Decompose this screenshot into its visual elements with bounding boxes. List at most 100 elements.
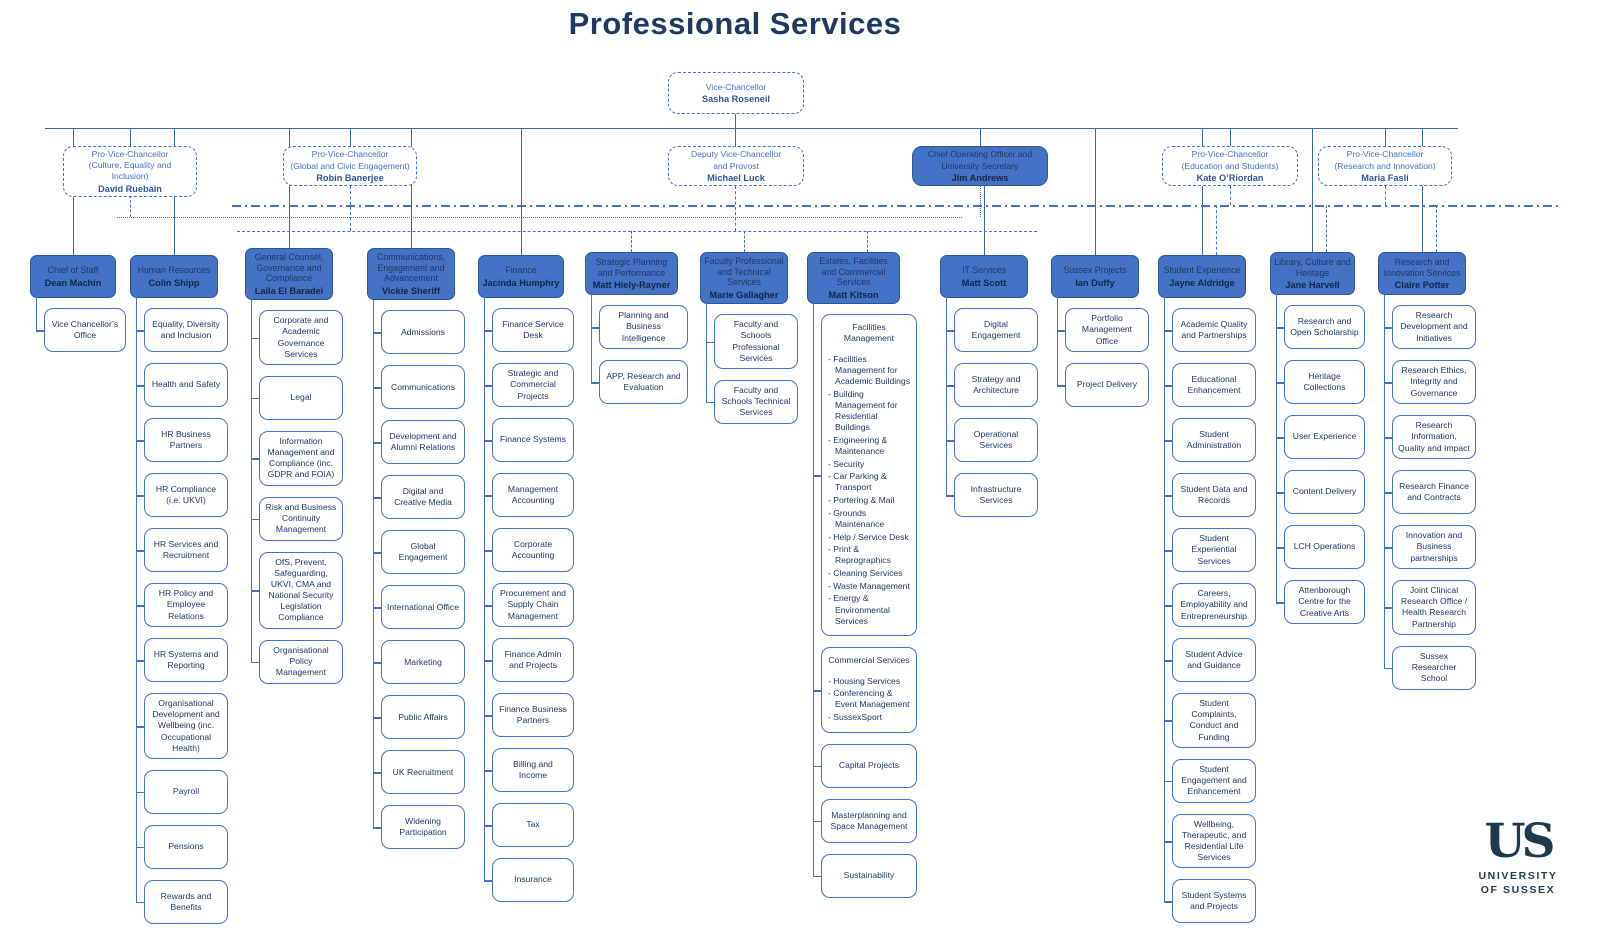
dept-item: Admissions — [372, 310, 465, 355]
dept-title: Research and Innovation Services — [1383, 256, 1461, 278]
dept-title: IT Services — [962, 265, 1006, 276]
org-box-title-line: (Education and Students) — [1181, 160, 1279, 171]
org-box-person-name: Robin Banerjee — [316, 172, 384, 183]
dept-title: Finance — [505, 265, 537, 276]
dept-item: Student Administration — [1163, 418, 1256, 462]
connector-line — [1202, 128, 1203, 255]
dept-item: Educational Enhancement — [1163, 363, 1256, 407]
dept-item: Procurement and Supply Chain Management — [483, 583, 574, 627]
dept-item: Organisational Policy Management — [250, 639, 343, 684]
dept-head-name: Matt Scott — [961, 277, 1007, 288]
connector-line — [735, 186, 736, 231]
org-box-title-line: (Global and Civic Engagement) — [290, 160, 410, 171]
dept-spine-line — [373, 298, 374, 827]
dept-item-group: Commercial Services- Housing Services- C… — [812, 647, 917, 733]
dept-item: Health and Safety — [135, 363, 228, 407]
dept-item: APP, Research and Evaluation — [590, 360, 688, 404]
dept-spine-line — [1384, 293, 1385, 668]
dept-header-general-counsel: General Counsel, Governance and Complian… — [245, 248, 333, 301]
connector-line — [130, 128, 131, 146]
dept-item: Student Engagement and Enhancement — [1163, 758, 1256, 803]
org-box-title-line: Pro-Vice-Chancellor — [311, 149, 389, 160]
connector-line — [237, 231, 1037, 232]
connector-line — [289, 128, 290, 248]
org-box-title-line: Pro-Vice-Chancellor — [1346, 149, 1424, 160]
org-box-person-name: Jim Andrews — [951, 172, 1009, 183]
dept-item: HR Systems and Reporting — [135, 638, 228, 682]
logo-line2: OF SUSSEX — [1480, 884, 1556, 897]
dept-item: Information Management and Compliance (i… — [250, 430, 343, 486]
dept-item: Development and Alumni Relations — [372, 420, 465, 465]
dept-title: Faculty Professional and Technical Servi… — [704, 256, 784, 288]
dept-item-group-title: Facilities Management — [843, 322, 895, 344]
connector-line — [735, 128, 736, 146]
dept-item: Public Affairs — [372, 695, 465, 740]
dept-title: Communications, Engagement and Advanceme… — [377, 252, 445, 284]
logo-line1: UNIVERSITY — [1478, 870, 1558, 882]
dept-item: Finance Business Partners — [483, 693, 574, 737]
dept-title: Estates, Facilities and Commercial Servi… — [819, 256, 888, 288]
list-bullet: - SussexSport — [828, 712, 882, 723]
org-box-title-line: Vice-Chancellor — [705, 81, 767, 92]
dept-spine-line — [36, 296, 37, 330]
connector-line — [232, 205, 1560, 207]
list-bullet: - Energy & Environmental Services — [828, 593, 890, 626]
dept-spine-line — [484, 296, 485, 880]
dept-item: Finance Systems — [483, 418, 574, 462]
connector-line — [1436, 205, 1437, 252]
dept-title: Student Experience — [1163, 265, 1241, 276]
connector-line — [350, 186, 351, 231]
dept-title: General Counsel, Governance and Complian… — [254, 252, 324, 284]
dept-head-name: Ian Duffy — [1075, 277, 1115, 288]
org-box-person-name: David Ruebain — [98, 183, 162, 194]
dept-spine-line — [706, 302, 707, 402]
dept-item: LCH Operations — [1275, 525, 1365, 569]
dept-spine-line — [591, 293, 592, 382]
dept-title: Library, Culture and Heritage — [1274, 256, 1351, 278]
us-logo-mark: US — [1484, 814, 1556, 869]
list-bullet: - Engineering & Maintenance — [828, 434, 888, 456]
dept-item: Legal — [250, 375, 343, 420]
connector-line — [45, 128, 1458, 129]
dept-items: Faculty and Schools Professional Service… — [705, 304, 798, 424]
dept-head-name: Claire Potter — [1394, 280, 1450, 291]
dept-item: Student Data and Records — [1163, 473, 1256, 517]
dept-item: Research Ethics, Integrity and Governanc… — [1383, 360, 1476, 404]
list-bullet: - Cleaning Services — [828, 568, 903, 579]
dept-item: Research Information, Quality and Impact — [1383, 415, 1476, 459]
dept-item: Rewards and Benefits — [135, 879, 228, 924]
org-box-title-line: Deputy Vice-Chancellor — [690, 149, 782, 160]
list-bullet: - Housing Services — [828, 675, 901, 686]
dept-title: Sussex Projects — [1063, 265, 1127, 276]
dept-item: Faculty and Schools Technical Services — [705, 379, 798, 424]
dept-item: Joint Clinical Research Office / Health … — [1383, 580, 1476, 635]
dept-item: Research Finance and Contracts — [1383, 470, 1476, 514]
dept-spine-line — [1276, 293, 1277, 602]
dept-item: Strategy and Architecture — [945, 363, 1038, 407]
org-box-title-line: (Culture, Equality and Inclusion) — [88, 160, 172, 182]
list-bullet: - Car Parking & Transport — [828, 471, 887, 493]
dept-item: HR Business Partners — [135, 418, 228, 462]
dept-head-name: Marie Gallagher — [709, 290, 779, 301]
org-box-person-name: Kate O’Riordan — [1196, 172, 1264, 183]
dept-item: Pensions — [135, 824, 228, 869]
connector-line — [1422, 128, 1423, 252]
org-box-title-line: Chief Operating Officer and — [927, 149, 1033, 160]
list-bullet: - Grounds Maintenance — [828, 507, 885, 529]
